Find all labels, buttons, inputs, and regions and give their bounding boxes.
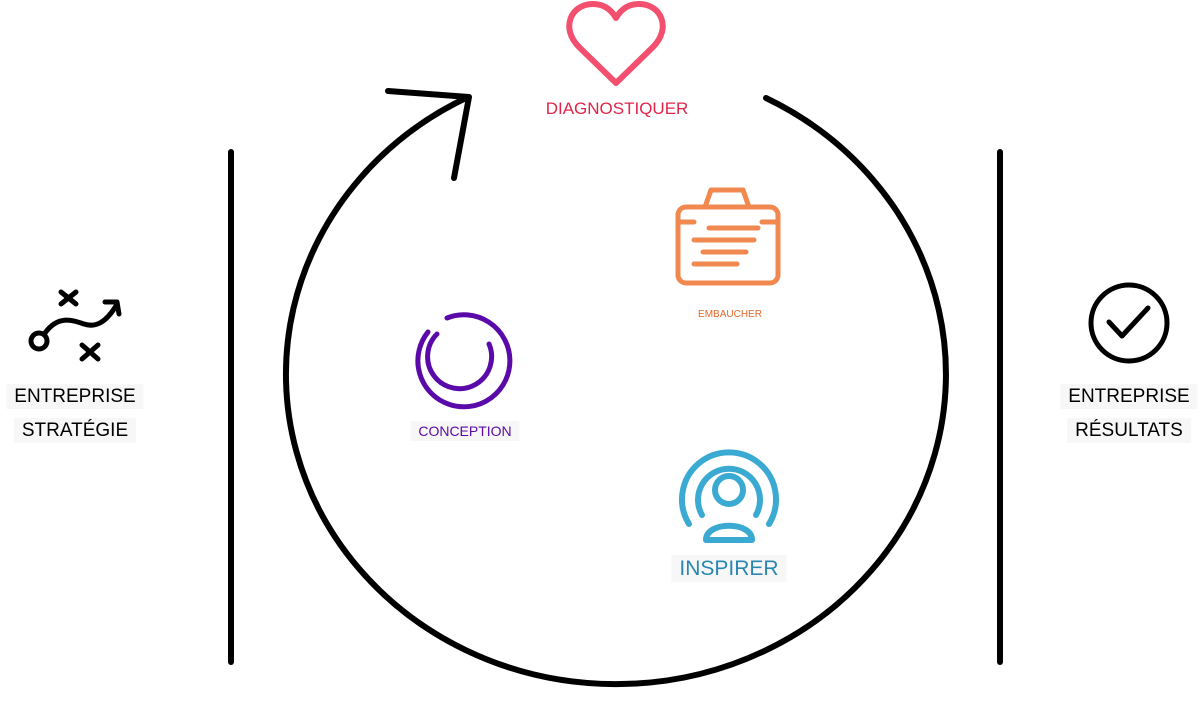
strategy-path-icon	[28, 289, 122, 362]
strategy-label-line2: STRATÉGIE	[13, 418, 137, 443]
hire-label: EMBAUCHER	[698, 309, 762, 320]
briefcase-icon	[675, 187, 781, 286]
broadcast-person-icon	[679, 449, 779, 543]
inspire-label: INSPIRER	[671, 555, 787, 582]
checkmark-circle-icon	[1088, 282, 1170, 364]
design-label: CONCEPTION	[410, 421, 520, 441]
results-label-line2: RÉSULTATS	[1067, 418, 1191, 443]
heart-icon	[566, 1, 666, 86]
cycle-arrow-head	[385, 88, 472, 181]
diagnose-label: DIAGNOSTIQUER	[545, 99, 689, 118]
results-label-line1: ENTREPRISE	[1060, 384, 1198, 409]
cycle-arc	[282, 94, 949, 688]
circle-ring-icon	[415, 312, 513, 410]
strategy-label-line1: ENTREPRISE	[6, 384, 144, 409]
